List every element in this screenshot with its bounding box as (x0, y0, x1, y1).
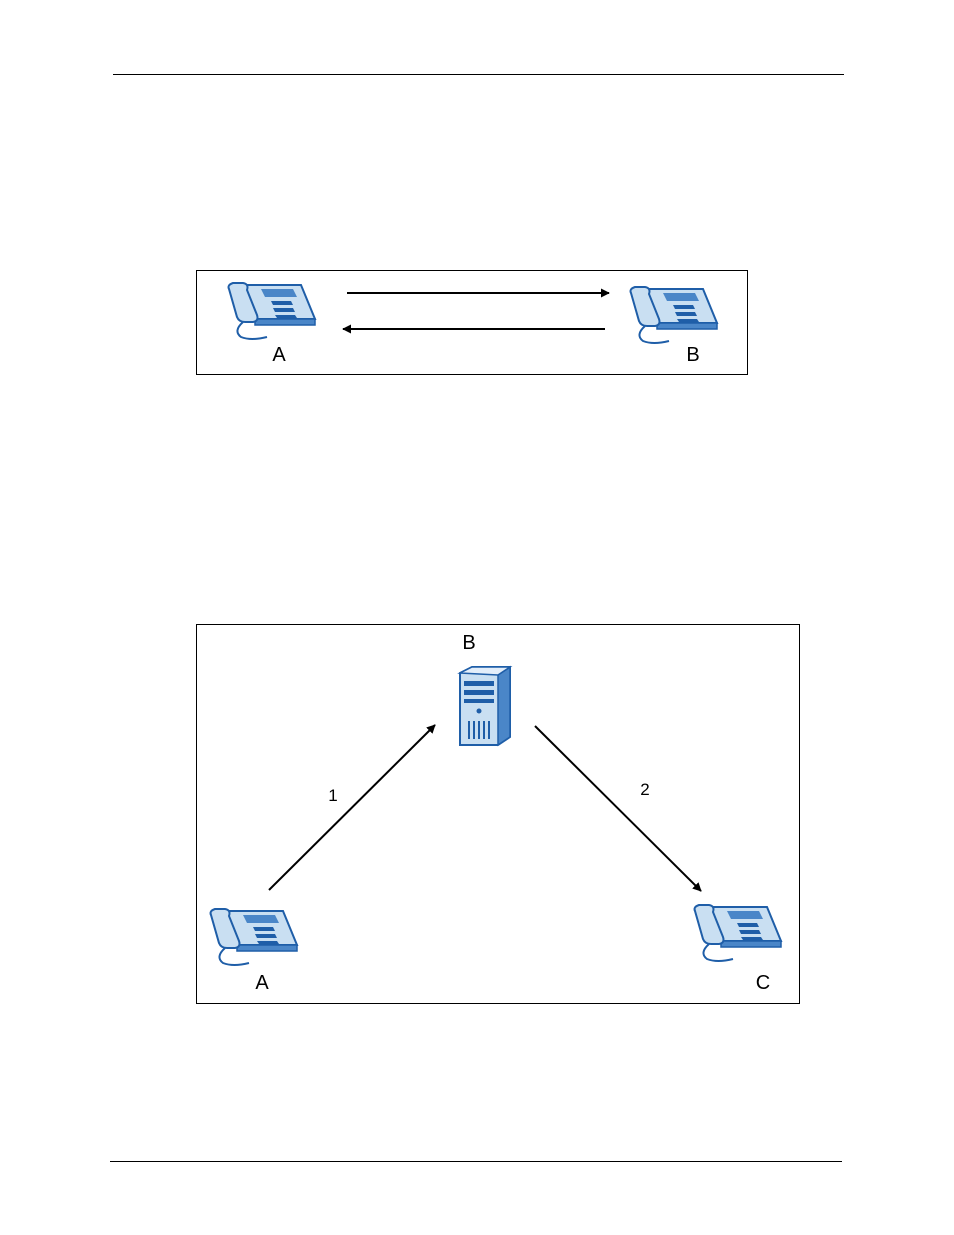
node-label-b: B (673, 345, 713, 365)
footer-rule (110, 1161, 842, 1162)
server-icon (460, 667, 510, 745)
phone-icon (695, 905, 782, 961)
arrow-2-b-to-c (535, 726, 701, 891)
node-label-a: A (242, 973, 282, 993)
figure2-drawing (197, 625, 801, 1005)
phone-icon (229, 283, 316, 339)
arrow-label-1: 1 (313, 787, 353, 804)
node-label-b: B (449, 633, 489, 653)
arrow-1-a-to-b (269, 725, 435, 890)
figure-peer-to-peer: A B (196, 270, 748, 375)
figure-server-relay: B A C 1 2 (196, 624, 800, 1004)
phone-icon (631, 287, 718, 343)
arrow-label-2: 2 (625, 781, 665, 798)
header-rule (113, 74, 844, 75)
node-label-c: C (743, 973, 783, 993)
phone-icon (211, 909, 298, 965)
node-label-a: A (259, 345, 299, 365)
